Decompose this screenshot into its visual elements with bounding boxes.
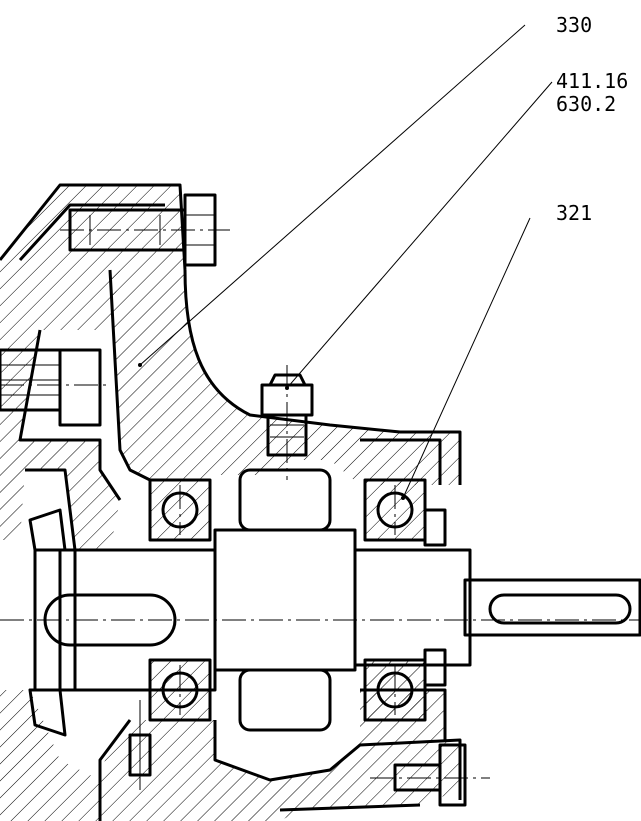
callout-330: 330 (556, 13, 592, 37)
spacer-sleeve (238, 468, 332, 732)
lower-right-bolt (370, 743, 490, 807)
vent-plug (260, 365, 314, 480)
lower-left-fastener (128, 700, 152, 790)
bearing-lower-left (148, 658, 212, 722)
callout-321: 321 (556, 201, 592, 225)
callout-630-2: 630.2 (556, 92, 616, 116)
leader-411-16 (286, 81, 553, 389)
shaft-seals (28, 508, 447, 737)
leader-lines (138, 24, 553, 500)
leader-321 (402, 217, 531, 499)
leader-330 (139, 24, 526, 366)
bearing-upper-left (148, 478, 212, 542)
callout-411-16: 411.16 (556, 69, 628, 93)
upper-bolt (60, 193, 230, 267)
bearing-lower-right (363, 658, 427, 722)
left-bolt (0, 348, 110, 427)
shaft (0, 528, 641, 692)
bearing-upper-right (363, 478, 427, 542)
